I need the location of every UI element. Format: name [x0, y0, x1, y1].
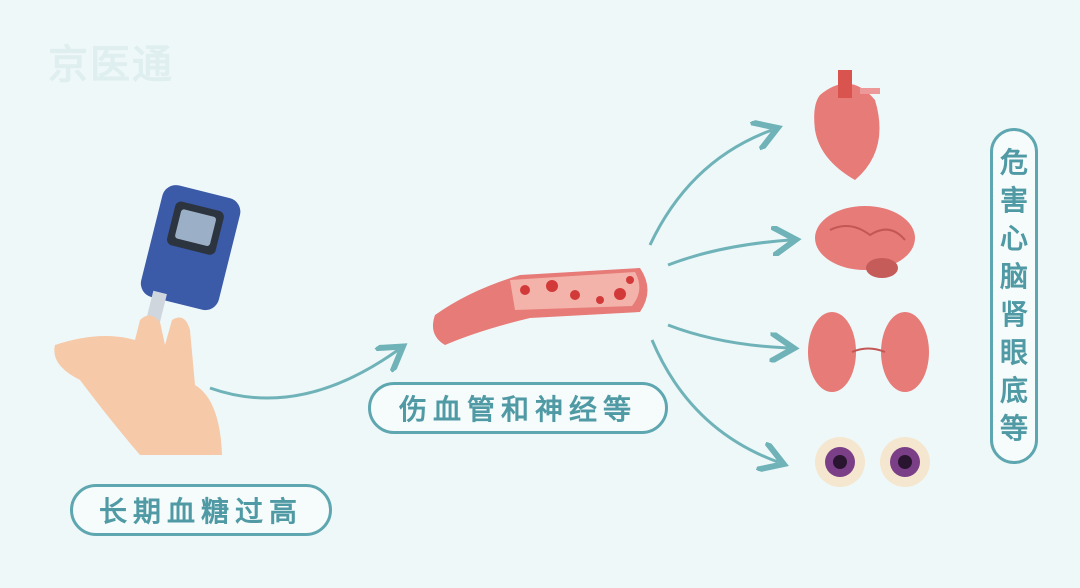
harm-char: 危 — [999, 146, 1028, 179]
arrow — [667, 323, 788, 348]
watermark-logo: 京医通 — [48, 42, 174, 88]
arrow — [667, 240, 790, 267]
harm-char: 等 — [999, 412, 1028, 445]
cause-label: 长期血糖过高 — [70, 484, 332, 536]
eyes-icon — [815, 437, 930, 487]
hand-icon — [54, 315, 223, 455]
harm-label: 危 害 心 脑 肾 眼 底 等 — [990, 128, 1038, 464]
harm-char: 底 — [999, 374, 1028, 407]
harm-char: 眼 — [999, 336, 1028, 369]
harm-char: 害 — [999, 184, 1028, 217]
harm-char: 脑 — [999, 260, 1028, 293]
arrow — [209, 350, 398, 400]
kidneys-icon — [808, 312, 929, 392]
blood-vessel-icon — [432, 268, 648, 345]
damage-label: 伤血管和神经等 — [368, 382, 668, 434]
harm-char: 心 — [999, 222, 1028, 255]
arrow — [650, 339, 778, 462]
glucometer-icon — [140, 185, 241, 324]
brain-icon — [815, 206, 915, 278]
heart-icon — [814, 70, 880, 180]
harm-char: 肾 — [999, 298, 1028, 331]
arrow — [648, 130, 772, 246]
